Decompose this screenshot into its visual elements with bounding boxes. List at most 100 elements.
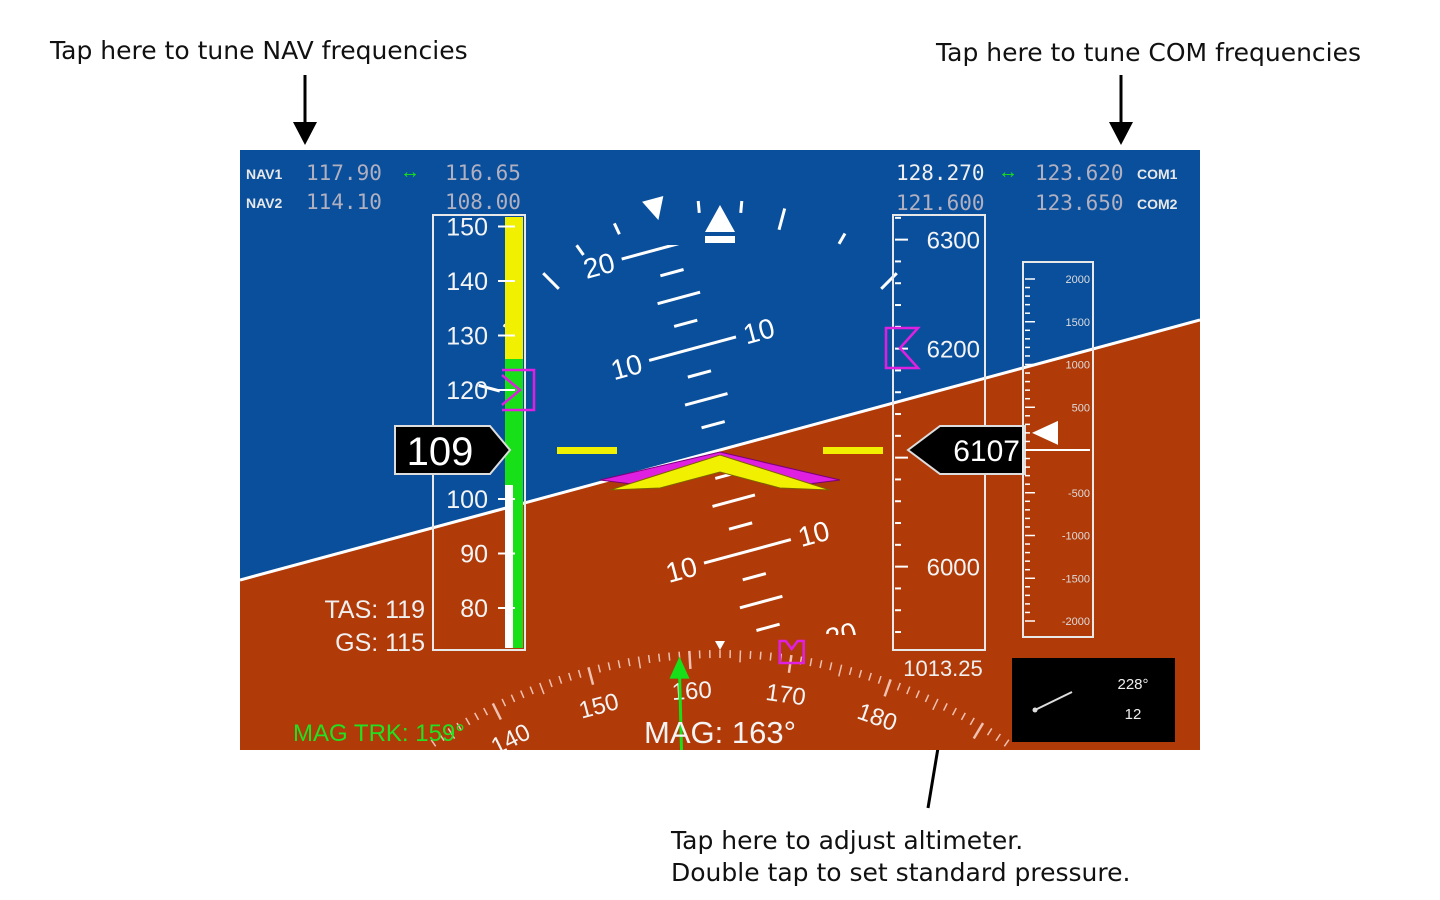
heading-tick <box>447 728 456 739</box>
wind-direction: 228° <box>1117 676 1148 693</box>
nav1-standby[interactable]: 116.65 <box>445 161 521 185</box>
nav2-label: NAV2 <box>246 195 283 211</box>
heading-bug-icon[interactable] <box>778 639 805 665</box>
com1-active[interactable]: 128.270 <box>896 161 985 185</box>
nav2-active[interactable]: 114.10 <box>306 190 382 214</box>
altitude-tick-label: 6300 <box>927 228 980 255</box>
heading-tick <box>558 675 563 684</box>
heading-tick <box>474 712 480 721</box>
horizon-line <box>240 318 1200 582</box>
pitch-line <box>687 369 712 379</box>
pitch-line <box>621 245 709 261</box>
vertical-speed-pointer-icon <box>1032 420 1058 445</box>
nav1-active[interactable]: 117.90 <box>306 161 382 185</box>
vsi-tick-label: -1500 <box>1062 573 1090 585</box>
heading-tick <box>868 672 872 681</box>
vsi-tick-label: -2000 <box>1062 616 1090 628</box>
pitch-line <box>756 622 780 632</box>
com-tune-hint: Tap here to tune COM frequencies <box>936 38 1362 67</box>
wind-speed: 12 <box>1125 706 1142 723</box>
roll-tick <box>478 383 501 393</box>
heading-tick <box>942 703 948 711</box>
airspeed-bug-icon <box>501 368 536 412</box>
airspeed-tick-label: 130 <box>446 323 488 351</box>
heading-tick <box>769 652 772 661</box>
pitch-line <box>742 572 767 582</box>
heading-tick <box>647 654 651 664</box>
ground-speed: GS: 115 <box>335 629 425 657</box>
pitch-line <box>684 392 728 407</box>
slip-indicator <box>705 236 735 243</box>
altitude-tick-label: 6000 <box>927 555 980 582</box>
com2-label: COM2 <box>1137 196 1178 212</box>
heading-tick <box>491 702 502 721</box>
wind-arrow-icon <box>1034 691 1073 711</box>
heading-tick <box>587 666 595 685</box>
airspeed-tick-label: 120 <box>446 377 488 405</box>
roll-tick <box>739 200 744 214</box>
roll-tick <box>542 272 560 290</box>
roll-zero-marker-icon <box>642 196 664 221</box>
heading-tick <box>986 728 993 736</box>
primary-flight-display: 2020101010102020 NAV1 117.90 ↔ 116.65 NA… <box>240 150 1200 750</box>
caution-speed-band <box>505 217 523 359</box>
airspeed-tick-label: 150 <box>446 214 488 242</box>
altimeter-setting[interactable]: 1013.25 <box>903 656 983 681</box>
heading-tick <box>838 664 843 677</box>
vsi-tick-label: 2000 <box>1066 274 1090 286</box>
heading-tick <box>568 672 572 681</box>
com2-standby[interactable]: 123.650 <box>1035 191 1124 215</box>
heading-tick <box>924 694 930 703</box>
heading-tick <box>501 698 507 707</box>
heading-tick <box>465 717 471 726</box>
heading-label: 170 <box>764 679 807 711</box>
heading-tick <box>430 739 437 747</box>
nav-tune-hint: Tap here to tune NAV frequencies <box>50 36 468 65</box>
radio-panel[interactable]: NAV1 117.90 ↔ 116.65 NAV2 114.10 108.00 … <box>246 161 1178 215</box>
heading-tick <box>617 660 621 669</box>
com1-standby[interactable]: 123.620 <box>1035 161 1124 185</box>
magnetic-heading: MAG: 163° <box>644 715 796 750</box>
heading-tick <box>877 675 882 684</box>
heading-tick <box>539 682 545 695</box>
pitch-line <box>657 290 701 306</box>
vsi-tick-label: 1500 <box>1066 317 1090 329</box>
flap-speed-band <box>505 485 513 648</box>
heading-tick <box>510 694 516 703</box>
airspeed-tick-label: 140 <box>446 268 488 296</box>
heading-tick <box>858 669 863 678</box>
heading-tick <box>1003 739 1010 747</box>
heading-tick <box>597 664 601 673</box>
heading-tick <box>529 686 534 695</box>
pitch-line <box>648 335 737 362</box>
heading-tick <box>627 658 631 667</box>
heading-tick <box>896 682 901 691</box>
pitch-line <box>739 594 783 610</box>
heading-tick <box>848 667 853 676</box>
roll-tick <box>777 208 787 231</box>
altitude-value: 6107 <box>953 435 1020 468</box>
nav2-standby[interactable]: 108.00 <box>445 190 521 214</box>
heading-tick <box>688 650 692 669</box>
heading-pointer-icon <box>715 641 725 650</box>
airspeed-tick-label: 80 <box>460 595 488 623</box>
heading-tick <box>972 722 985 740</box>
heading-tick <box>438 733 445 742</box>
altimeter-hint-line1: Tap here to adjust altimeter. <box>671 826 1024 855</box>
roll-tick <box>837 232 847 245</box>
airspeed-readout: 109 <box>394 425 512 475</box>
com1-swap-icon[interactable]: ↔ <box>998 161 1018 183</box>
heading-tick <box>951 707 957 716</box>
com2-active[interactable]: 121.600 <box>896 191 985 215</box>
vsi-tick-label: 500 <box>1072 402 1090 414</box>
heading-tick <box>829 662 833 671</box>
roll-pointer-icon <box>705 205 735 232</box>
wind-indicator: 228° 12 <box>1012 658 1175 742</box>
heading-tick <box>995 733 1002 742</box>
heading-tick <box>969 717 975 726</box>
vsi-tick-label: -1000 <box>1062 531 1090 543</box>
nav1-swap-icon[interactable]: ↔ <box>400 161 420 183</box>
roll-tick <box>575 244 585 256</box>
